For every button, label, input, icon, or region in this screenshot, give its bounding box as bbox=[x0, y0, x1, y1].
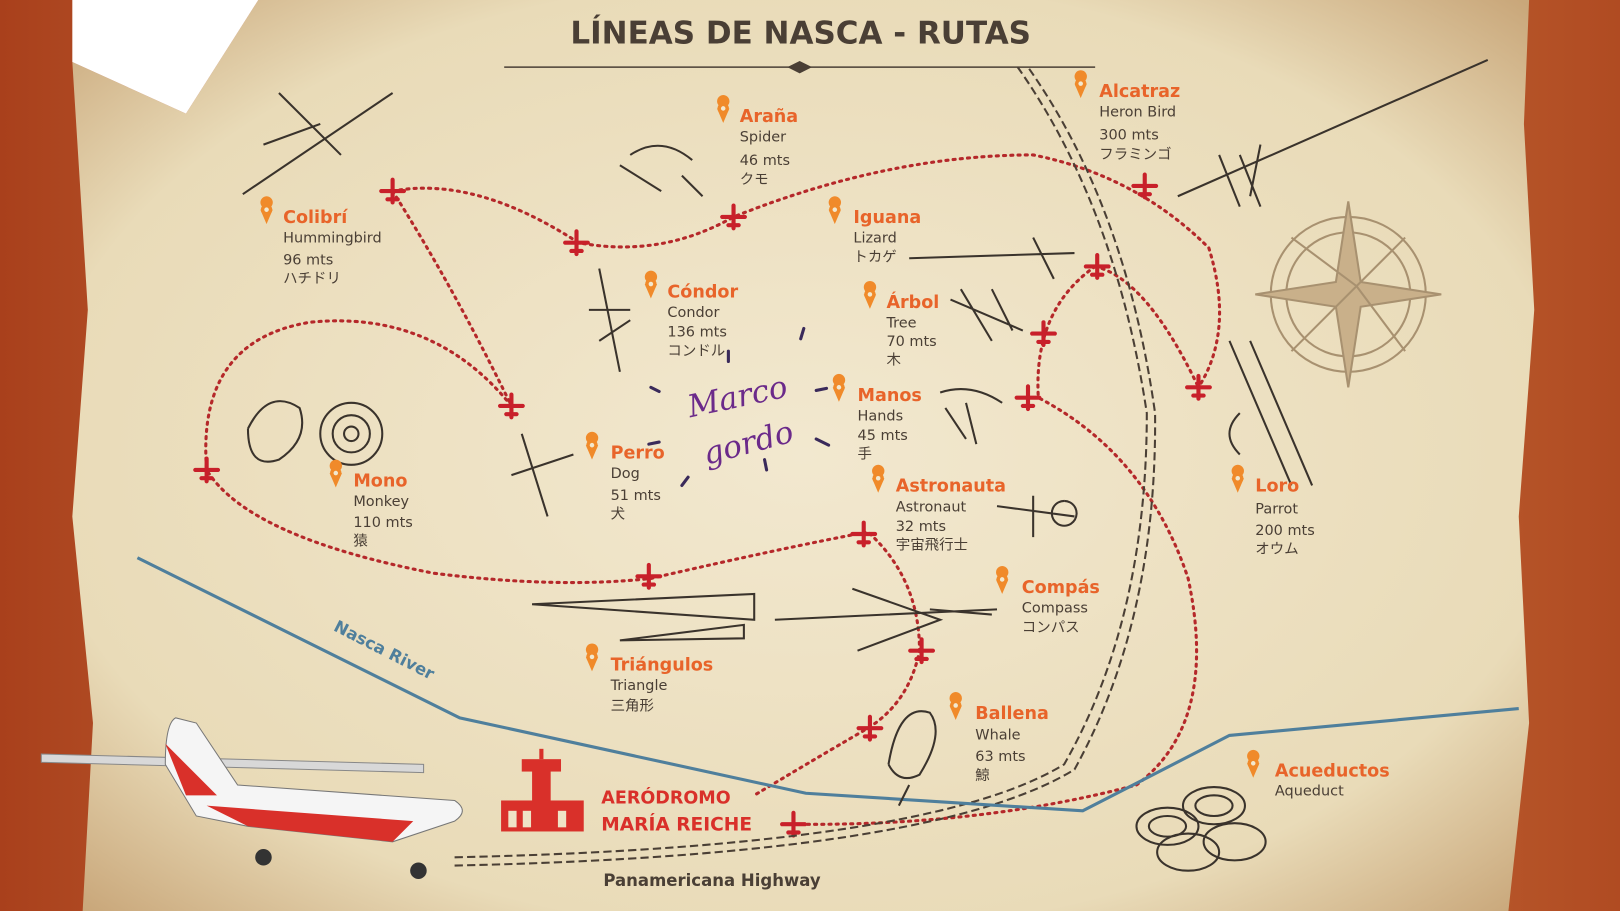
svg-text:コンドル: コンドル bbox=[667, 343, 725, 359]
svg-text:クモ: クモ bbox=[740, 171, 769, 188]
svg-text:コンパス: コンパス bbox=[1022, 619, 1080, 636]
svg-text:Whale: Whale bbox=[975, 728, 1020, 744]
svg-text:鯨: 鯨 bbox=[975, 767, 989, 784]
svg-text:Ballena: Ballena bbox=[975, 704, 1048, 724]
nasca-river bbox=[136, 556, 1519, 813]
svg-text:Alcatraz: Alcatraz bbox=[1099, 82, 1180, 102]
svg-text:Astronauta: Astronauta bbox=[896, 477, 1006, 497]
compass-rose-icon bbox=[1255, 201, 1442, 388]
svg-text:Triangle: Triangle bbox=[610, 678, 668, 694]
svg-text:Hummingbird: Hummingbird bbox=[283, 231, 382, 247]
svg-text:51 mts: 51 mts bbox=[611, 488, 661, 504]
airport-label-line2: MARÍA REICHE bbox=[601, 812, 752, 835]
svg-text:Compass: Compass bbox=[1022, 600, 1088, 616]
svg-text:136 mts: 136 mts bbox=[667, 325, 726, 341]
svg-text:Perro: Perro bbox=[611, 444, 665, 464]
geoglyph-figures bbox=[242, 58, 1489, 872]
svg-text:Aqueduct: Aqueduct bbox=[1275, 783, 1344, 799]
airport-tower-icon bbox=[501, 748, 584, 832]
svg-text:Parrot: Parrot bbox=[1255, 501, 1298, 517]
svg-text:Monkey: Monkey bbox=[353, 494, 409, 510]
highway-label: Panamericana Highway bbox=[603, 871, 820, 890]
svg-text:Dog: Dog bbox=[611, 466, 640, 482]
highway bbox=[454, 66, 1157, 867]
svg-text:200 mts: 200 mts bbox=[1255, 523, 1314, 539]
svg-text:オウム: オウム bbox=[1255, 541, 1298, 558]
svg-text:32 mts: 32 mts bbox=[896, 519, 946, 535]
svg-text:Triángulos: Triángulos bbox=[611, 655, 714, 675]
svg-text:Cóndor: Cóndor bbox=[667, 282, 738, 302]
svg-text:Iguana: Iguana bbox=[853, 208, 921, 228]
svg-text:300 mts: 300 mts bbox=[1099, 127, 1158, 143]
svg-text:63 mts: 63 mts bbox=[975, 749, 1025, 765]
paper-background bbox=[72, 0, 1535, 911]
svg-text:フラミンゴ: フラミンゴ bbox=[1099, 145, 1171, 163]
svg-text:110 mts: 110 mts bbox=[353, 515, 412, 531]
svg-text:Manos: Manos bbox=[858, 386, 922, 406]
svg-text:45 mts: 45 mts bbox=[858, 428, 908, 444]
svg-text:Heron Bird: Heron Bird bbox=[1099, 105, 1176, 121]
cessna-aircraft-icon bbox=[40, 717, 463, 879]
svg-text:Mono: Mono bbox=[353, 471, 407, 491]
svg-text:Lizard: Lizard bbox=[853, 231, 896, 247]
svg-text:Spider: Spider bbox=[740, 130, 786, 146]
svg-text:Árbol: Árbol bbox=[886, 291, 939, 313]
svg-text:猿: 猿 bbox=[353, 532, 368, 549]
svg-text:96 mts: 96 mts bbox=[283, 252, 333, 268]
svg-text:Compás: Compás bbox=[1022, 578, 1100, 598]
svg-text:70 mts: 70 mts bbox=[886, 334, 936, 350]
svg-text:ハチドリ: ハチドリ bbox=[283, 271, 341, 287]
svg-text:三角形: 三角形 bbox=[611, 698, 654, 715]
svg-text:手: 手 bbox=[858, 446, 872, 463]
svg-text:犬: 犬 bbox=[611, 506, 625, 523]
svg-text:Hands: Hands bbox=[858, 408, 904, 424]
map-title: LÍNEAS DE NASCA - RUTAS bbox=[570, 15, 1031, 51]
svg-text:46 mts: 46 mts bbox=[740, 153, 790, 169]
svg-text:Acueductos: Acueductos bbox=[1275, 762, 1390, 782]
svg-text:木: 木 bbox=[886, 352, 901, 369]
svg-text:Araña: Araña bbox=[740, 107, 798, 127]
airport-label-line1: AERÓDROMO bbox=[601, 787, 730, 809]
svg-text:Tree: Tree bbox=[885, 315, 916, 331]
svg-text:Colibrí: Colibrí bbox=[283, 208, 348, 228]
svg-text:Condor: Condor bbox=[667, 305, 719, 321]
svg-text:Astronaut: Astronaut bbox=[896, 499, 967, 515]
torn-corner bbox=[72, 0, 259, 114]
svg-text:宇宙飛行士: 宇宙飛行士 bbox=[896, 536, 968, 553]
svg-text:トカゲ: トカゲ bbox=[853, 248, 896, 265]
svg-text:Loro: Loro bbox=[1255, 477, 1299, 497]
